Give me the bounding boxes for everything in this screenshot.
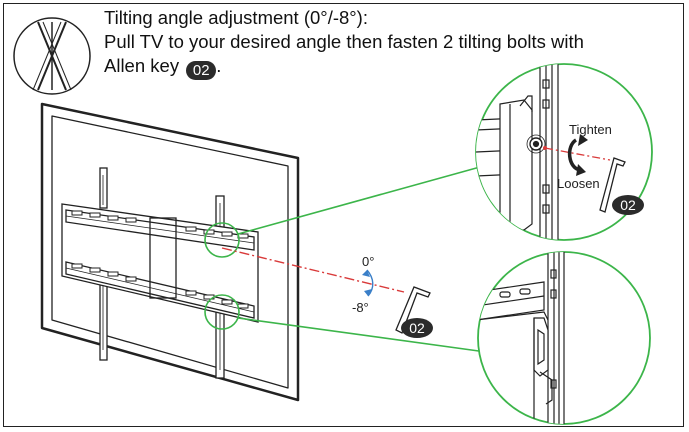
- callout-leader-upper: [237, 161, 499, 235]
- part-badge-inline: 02: [186, 61, 217, 80]
- rotation-arrow-head-icon: [578, 134, 588, 146]
- allen-key-icon: [395, 286, 431, 334]
- angle-arrow-head-icon: [364, 289, 372, 296]
- instruction-line-2: Pull TV to your desired angle then faste…: [104, 31, 584, 52]
- tighten-label: Tighten: [569, 122, 612, 137]
- detail-circle-lower: [477, 251, 651, 425]
- callout-leader-lower: [237, 317, 487, 353]
- wall-plate: [61, 203, 259, 323]
- angle-label-bottom: -8°: [352, 300, 369, 315]
- tilt-icon: [13, 17, 91, 95]
- instruction-line-3: Allen key 02.: [104, 54, 584, 80]
- detail-circle-upper: Tighten Loosen 02: [475, 63, 653, 241]
- detail-allen-key-icon: [599, 157, 626, 213]
- instruction-line-3-text: Allen key: [104, 55, 180, 76]
- part-badge-detail-text: 02: [620, 197, 636, 213]
- instruction-title: Tilting angle adjustment (0°/-8°):: [104, 7, 368, 28]
- tilt-axis-line: [221, 247, 405, 293]
- instruction-period: .: [216, 55, 222, 76]
- instruction-text: Tilting angle adjustment (0°/-8°): Pull …: [104, 6, 584, 80]
- rotation-arrow-tail-icon: [576, 164, 586, 176]
- loosen-label: Loosen: [557, 176, 600, 191]
- tv-panel: [40, 102, 300, 402]
- callout-circle-upper: [204, 222, 240, 258]
- angle-arrow-tail-icon: [362, 270, 370, 277]
- tilt-angle-indicator: 0° -8°: [352, 254, 374, 315]
- mounting-arms: [99, 167, 225, 379]
- angle-arc: [366, 269, 374, 297]
- part-badge-detail: 02: [612, 195, 644, 215]
- part-badge-center-text: 02: [409, 320, 425, 336]
- detail-axis-line: [544, 147, 611, 161]
- callout-circle-lower: [204, 294, 240, 330]
- part-badge-center: 02: [401, 318, 433, 338]
- angle-label-top: 0°: [362, 254, 374, 269]
- bolt-marker: [543, 146, 547, 150]
